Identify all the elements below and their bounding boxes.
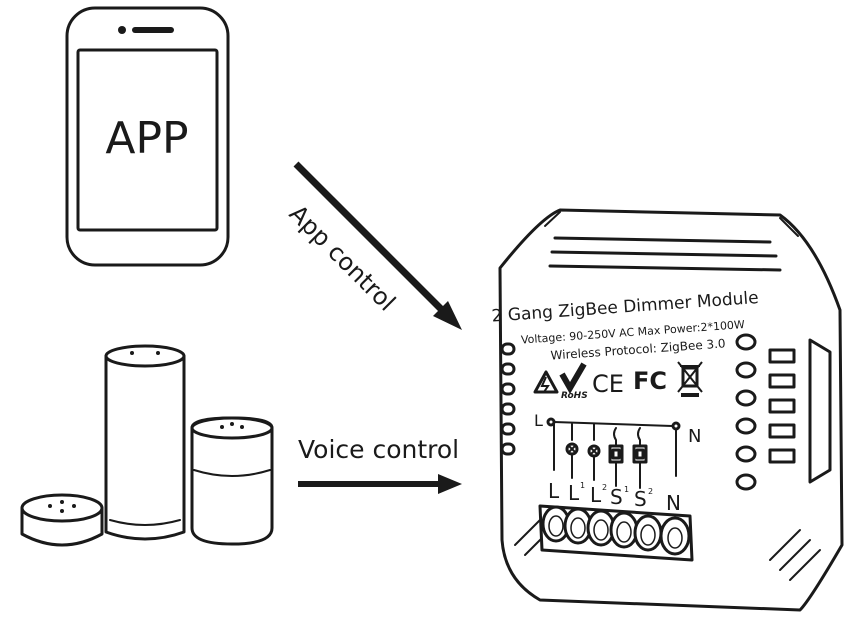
terminal-label: L (590, 483, 602, 507)
terminal-block (538, 504, 694, 562)
app-control-arrow (293, 161, 462, 330)
diagram-right-label: N (688, 426, 701, 447)
smart-speaker-tall-icon (104, 344, 186, 541)
terminal-label: L (568, 481, 580, 505)
terminal-label: S (610, 485, 623, 509)
wiring-diagram: L N (534, 411, 701, 489)
rohs-label: RoHS (561, 391, 588, 401)
terminal-label: N (666, 491, 681, 515)
terminal-sup: 1 (624, 485, 629, 494)
ce-mark-icon: CE (592, 370, 624, 398)
smartphone-icon: APP (65, 6, 230, 267)
app-control-label: App control (284, 199, 401, 316)
weee-bin-icon (677, 361, 703, 397)
rohs-check-icon: RoHS (559, 362, 588, 401)
voice-control-arrow (298, 474, 462, 494)
terminal-label: S (634, 487, 647, 511)
terminal-sup: 2 (602, 483, 607, 492)
smart-speaker-dot-icon (20, 493, 104, 547)
diagram-left-label: L (534, 411, 543, 430)
terminal-label: L (548, 479, 560, 503)
voice-control-label: Voice control (298, 435, 459, 464)
terminal-labels: L L 1 L 2 S 1 S 2 N (548, 479, 681, 515)
fcc-mark-icon: FC (633, 367, 667, 395)
smart-speaker-mini-icon (190, 416, 274, 546)
warning-icon (533, 370, 559, 394)
app-label: APP (105, 113, 188, 164)
terminal-sup: 1 (580, 481, 585, 490)
terminal-sup: 2 (648, 487, 653, 496)
